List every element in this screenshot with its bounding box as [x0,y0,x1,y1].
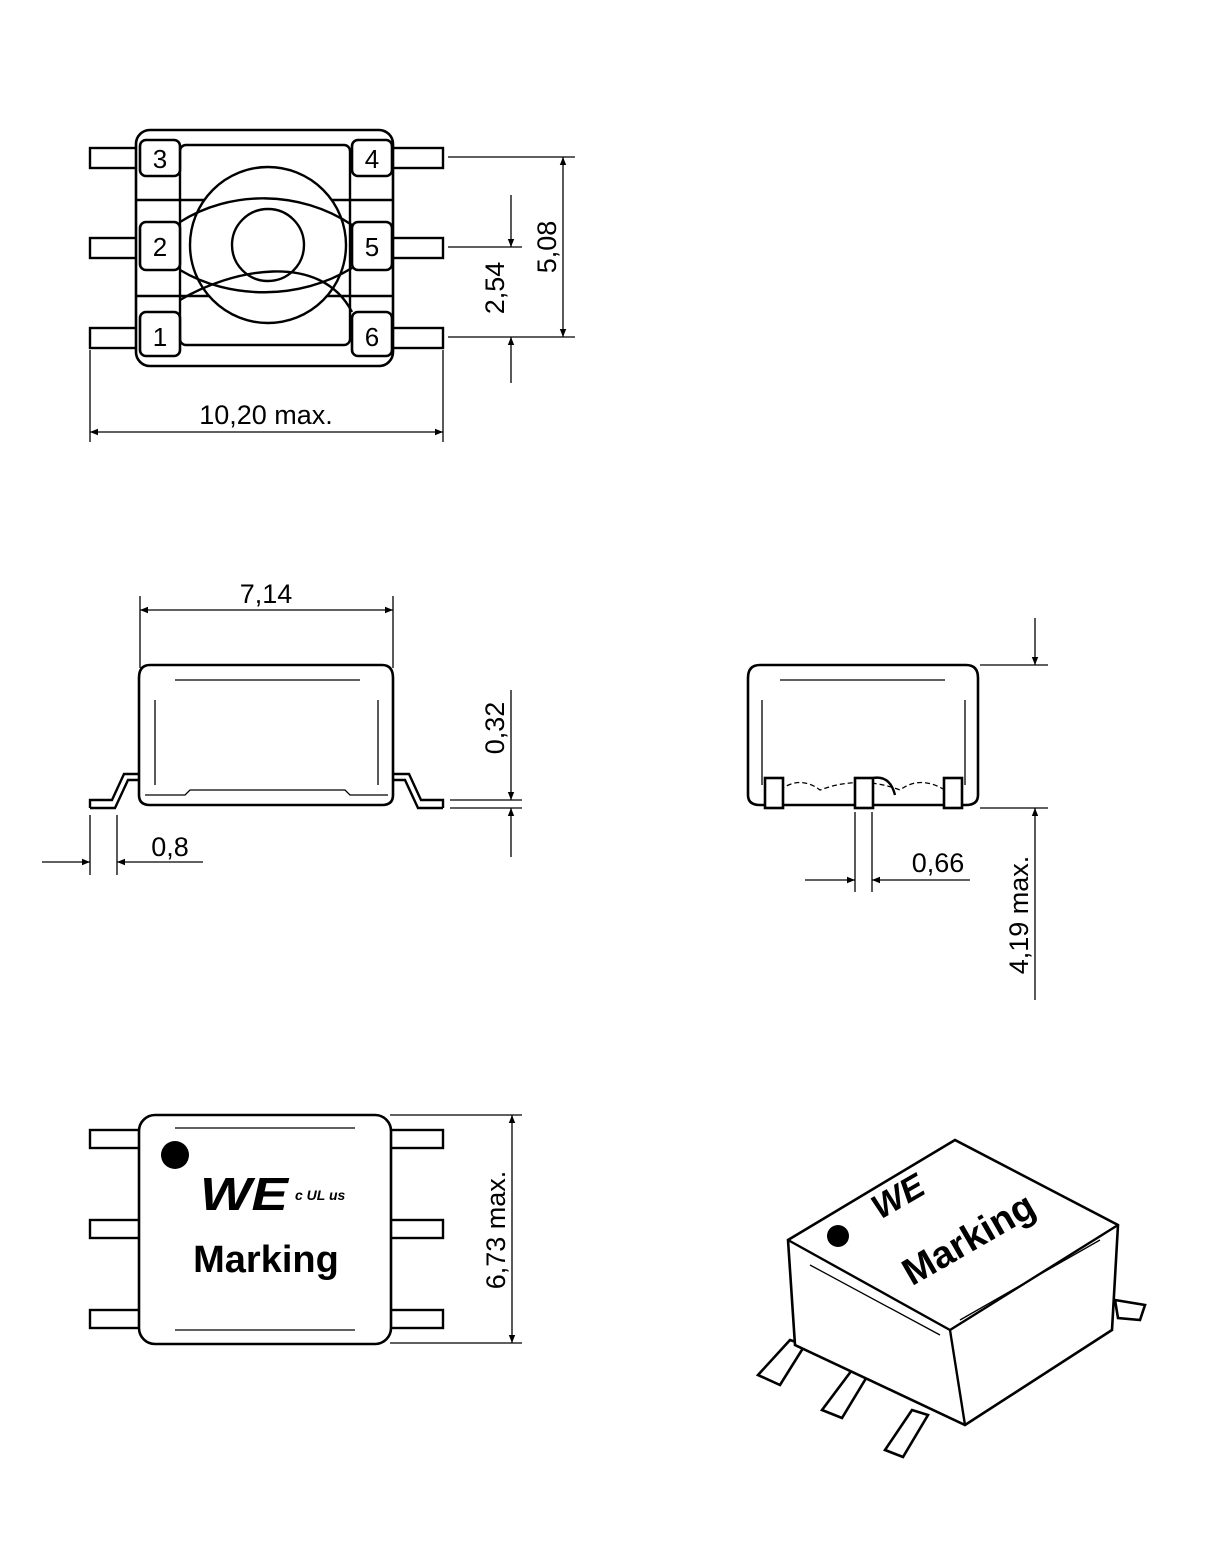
dim-body-length-label: 7,14 [240,579,293,609]
dim-pitch-total-label: 5,08 [532,221,562,274]
dim-lead-length-label: 0,8 [151,832,189,862]
dim-width: 10,20 max. [89,350,444,442]
dim-pitch-label: 2,54 [480,262,510,315]
pin-1-label: 1 [153,322,167,352]
pin-3-label: 3 [153,144,167,174]
dim-pitch: 2,54 [448,195,522,383]
dim-height: 4,19 max. [980,618,1048,1000]
front-side-view: 7,14 0,32 0,8 [42,579,522,875]
pin-6-label: 6 [365,322,379,352]
dim-body-width-label: 6,73 max. [481,1171,511,1290]
dim-width-label: 10,20 max. [199,400,333,430]
dim-lead-length: 0,8 [42,815,203,875]
dim-standoff-label: 0,32 [480,702,510,755]
dim-lead-width-label: 0,66 [912,848,965,878]
top-view: 3 2 1 4 5 6 10,20 max. 5,08 [88,128,575,442]
end-side-view: 4,19 max. 0,66 [746,618,1048,1000]
dim-body-width: 6,73 max. [390,1114,522,1344]
pin1-dot-icon [827,1225,849,1247]
dim-pitch-total: 5,08 [448,156,575,338]
isometric-view: WE Marking [755,1138,1147,1459]
body-outline [137,1113,393,1346]
pin-4-label: 4 [365,144,379,174]
dim-lead-width: 0,66 [805,812,970,892]
pin-5-label: 5 [365,232,379,262]
pin-pads [138,138,394,358]
pin-2-label: 2 [153,232,167,262]
marking-text: Marking [193,1239,339,1281]
toroid-coil [179,165,354,325]
marking-view: WE c UL us Marking 6,73 max. [88,1113,522,1346]
ul-cert-mark: c UL us [295,1187,346,1203]
we-logo: WE [200,1168,290,1220]
dim-height-label: 4,19 max. [1004,856,1034,975]
dim-body-length: 7,14 [139,579,394,668]
pin1-dot-icon [161,1141,189,1169]
dim-standoff: 0,32 [450,690,522,857]
